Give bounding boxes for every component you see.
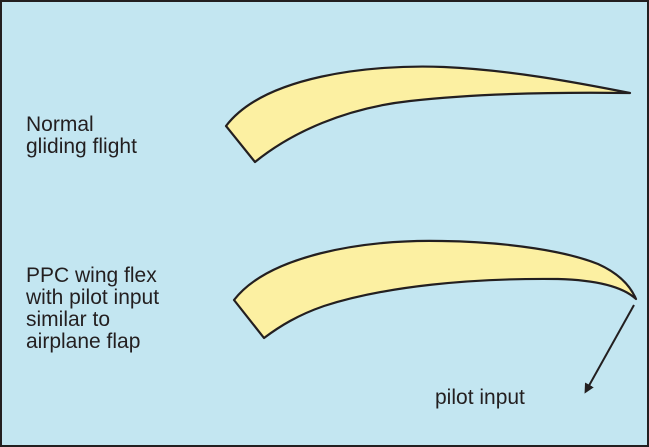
- pilot-input-arrow: [584, 304, 635, 394]
- pilot-input-label: pilot input: [435, 387, 525, 409]
- flex-label-line-4: airplane flap: [26, 330, 141, 353]
- flex-label-line-3: similar to: [26, 308, 111, 331]
- flex-label-line-2: with pilot input: [26, 286, 160, 309]
- normal-wing-profile: [224, 65, 632, 164]
- normal-label-line-1: Normal: [26, 113, 94, 136]
- flexed-wing-profile: [232, 239, 638, 340]
- pilot-input-text: pilot input: [435, 386, 525, 409]
- normal-gliding-label: Normal gliding flight: [26, 114, 137, 158]
- flex-label-line-1: PPC wing flex: [26, 264, 157, 287]
- wing-flex-label: PPC wing flex with pilot input similar t…: [26, 265, 159, 353]
- normal-label-line-2: gliding flight: [26, 135, 137, 158]
